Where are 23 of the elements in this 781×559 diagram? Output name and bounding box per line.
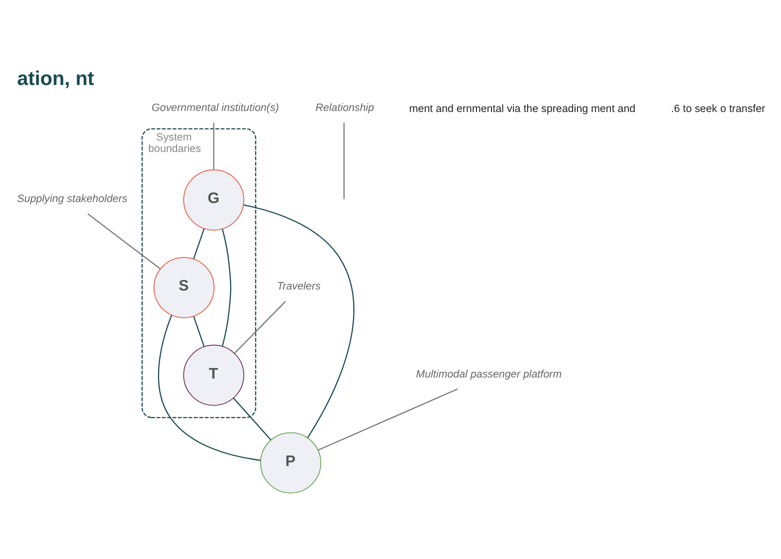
node-text: Relationship xyxy=(315,102,374,114)
node-text: Supplying stakeholders xyxy=(17,192,128,205)
node-circle: G xyxy=(183,169,244,230)
diagram-title: ation, nt xyxy=(17,68,94,90)
node-text: Governmental institution(s) xyxy=(152,102,279,114)
connector xyxy=(222,228,232,346)
connector xyxy=(158,314,261,460)
connector xyxy=(233,397,272,440)
connector xyxy=(244,204,354,438)
node-circle: T xyxy=(183,344,244,406)
connector xyxy=(193,316,205,346)
node-circle: S xyxy=(154,256,214,318)
connector xyxy=(87,212,161,269)
label: .6 to seek o transfer xyxy=(671,102,766,114)
connector xyxy=(213,122,214,170)
connector xyxy=(343,122,345,199)
connector xyxy=(234,300,286,354)
node-text: Travelers xyxy=(276,280,321,292)
connector xyxy=(193,228,205,259)
connector xyxy=(318,388,458,450)
node-text: Multimodal passenger platform xyxy=(416,368,562,380)
label: ment and ernmental via the spreading ment and xyxy=(409,102,636,114)
node-circle: P xyxy=(260,432,322,493)
